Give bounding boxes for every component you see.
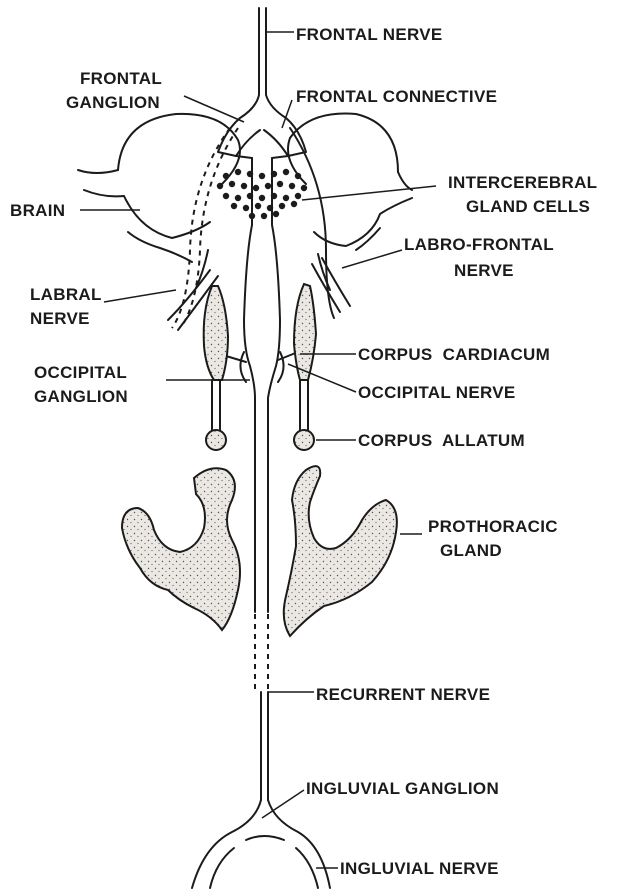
gland-cell-dot xyxy=(265,183,271,189)
label-frontal-ganglion-line1: FRONTAL xyxy=(80,69,162,88)
gland-cell-dot xyxy=(277,181,283,187)
label-labro-frontal-line1: LABRO-FRONTAL xyxy=(404,235,554,254)
gland-cell-dot xyxy=(223,173,229,179)
gland-cell-dot xyxy=(259,195,265,201)
recurrent-nerve-shape xyxy=(244,158,280,800)
gland-cell-dot xyxy=(295,193,301,199)
gland-cell-dot xyxy=(217,183,223,189)
label-frontal-nerve: FRONTAL NERVE xyxy=(296,25,443,44)
gland-cell-dot xyxy=(231,203,237,209)
gland-cell-dot xyxy=(291,201,297,207)
label-intercerebral-line2: GLAND CELLS xyxy=(466,197,590,216)
label-occipital-ganglion-line2: GANGLION xyxy=(34,387,128,406)
prothoracic-gland-right xyxy=(284,466,397,636)
label-labral-line1: LABRAL xyxy=(30,285,102,304)
brain-left-hemisphere xyxy=(78,114,240,288)
gland-cell-dot xyxy=(223,193,229,199)
corpus-cardiacum-left xyxy=(204,286,228,380)
label-brain: BRAIN xyxy=(10,201,65,220)
label-frontal-connective: FRONTAL CONNECTIVE xyxy=(296,87,497,106)
frontal-nerve-shape xyxy=(240,8,286,118)
ingluvial-ganglion-shape xyxy=(192,800,330,888)
label-frontal-ganglion-line2: GANGLION xyxy=(66,93,160,112)
label-occipital-ganglion-line1: OCCIPITAL xyxy=(34,363,127,382)
gland-cell-dot xyxy=(243,205,249,211)
gland-cell-dot xyxy=(253,185,259,191)
label-ingluvial-ganglion: INGLUVIAL GANGLION xyxy=(306,779,499,798)
gland-cell-dot xyxy=(235,195,241,201)
brain-right-hemisphere xyxy=(288,114,412,291)
gland-cell-dot xyxy=(255,203,261,209)
gland-cell-dot xyxy=(279,203,285,209)
labro-frontal-nerve-shape xyxy=(312,258,350,312)
gland-cell-dot xyxy=(229,181,235,187)
gland-cell-dot xyxy=(301,185,307,191)
gland-cell-dot xyxy=(295,173,301,179)
label-corpus-allatum: CORPUS ALLATUM xyxy=(358,431,525,450)
corpus-cardiacum-right xyxy=(294,284,316,380)
gland-cell-dot xyxy=(283,169,289,175)
gland-cell-dot xyxy=(261,213,267,219)
gland-cell-dot xyxy=(289,183,295,189)
label-labral-line2: NERVE xyxy=(30,309,90,328)
label-occipital-nerve: OCCIPITAL NERVE xyxy=(358,383,516,402)
intercerebral-gland-cells xyxy=(217,169,307,219)
gland-cell-dot xyxy=(235,169,241,175)
label-ingluvial-nerve: INGLUVIAL NERVE xyxy=(340,859,499,878)
corpus-allatum-left xyxy=(206,380,226,450)
label-prothoracic-line2: GLAND xyxy=(440,541,502,560)
label-intercerebral-line1: INTERCEREBRAL xyxy=(448,173,597,192)
gland-cell-dot xyxy=(273,211,279,217)
label-recurrent-nerve: RECURRENT NERVE xyxy=(316,685,490,704)
occipital-ganglion-shape xyxy=(226,352,298,382)
prothoracic-gland-left xyxy=(122,468,240,630)
label-labro-frontal-line2: NERVE xyxy=(454,261,514,280)
gland-cell-dot xyxy=(241,183,247,189)
leader-lines xyxy=(80,32,436,868)
label-prothoracic-line1: PROTHORACIC xyxy=(428,517,558,536)
corpus-allatum-right xyxy=(294,380,314,450)
label-corpus-cardiacum: CORPUS CARDIACUM xyxy=(358,345,550,364)
gland-cell-dot xyxy=(283,195,289,201)
gland-cell-dot xyxy=(259,173,265,179)
